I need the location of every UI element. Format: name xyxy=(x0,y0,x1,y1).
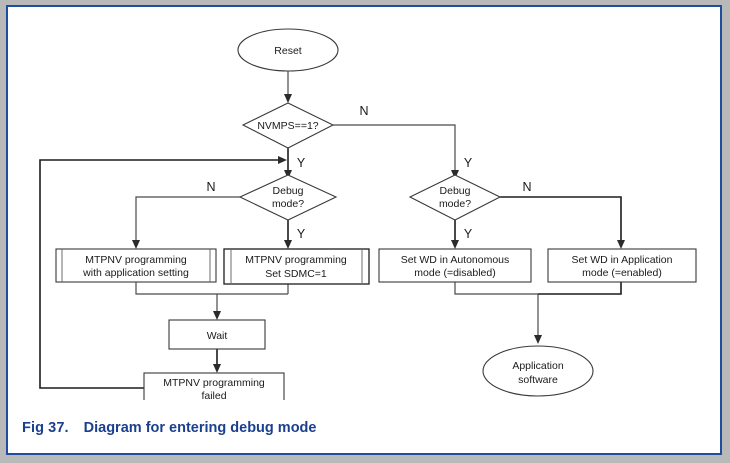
node-appsw-line1: Application xyxy=(512,360,564,372)
edge-failed-feedback xyxy=(39,159,280,389)
node-debug-left-line1: Debug xyxy=(273,185,304,197)
node-mtpnv-failed-line1: MTPNV programming xyxy=(163,377,265,389)
arrow-merge-to-wait xyxy=(213,311,221,320)
edge-debug-left-no xyxy=(135,196,240,243)
flowchart-diagram: Reset NVMPS==1? N Y Debug mode? N Y xyxy=(8,7,720,400)
branch-label-debug-right-no: N xyxy=(522,180,531,194)
node-debug-left-line2: mode? xyxy=(272,198,304,210)
edge-wd-autonomous-down xyxy=(454,282,538,295)
arrow-debug-right-yes xyxy=(451,240,459,249)
connectors xyxy=(39,71,625,389)
node-wait-label: Wait xyxy=(207,330,228,342)
node-debug-right-line2: mode? xyxy=(439,198,471,210)
node-wd-autonomous-line2: mode (=disabled) xyxy=(414,267,495,279)
node-nvmps-label: NVMPS==1? xyxy=(257,120,318,132)
arrow-reset-to-nvmps xyxy=(284,94,292,103)
figure-caption-title: Diagram for entering debug mode xyxy=(83,420,317,436)
arrow-merge-to-appsw xyxy=(534,335,542,344)
node-wait[interactable]: Wait xyxy=(168,319,266,350)
edge-nvmps-no xyxy=(333,124,456,173)
arrow-debug-right-no xyxy=(617,240,625,249)
node-debug-left-decision[interactable]: Debug mode? xyxy=(238,174,338,221)
branch-label-nvmps-yes-right: Y xyxy=(464,156,473,170)
branch-label-debug-left-no: N xyxy=(206,180,215,194)
node-reset[interactable]: Reset xyxy=(237,28,339,72)
node-mtpnv-app-setting[interactable]: MTPNV programming with application setti… xyxy=(55,248,217,283)
node-wd-application-line2: mode (=enabled) xyxy=(582,267,662,279)
figure-frame: Reset NVMPS==1? N Y Debug mode? N Y xyxy=(6,5,722,455)
node-appsw-line2: software xyxy=(518,374,558,386)
node-wd-autonomous[interactable]: Set WD in Autonomous mode (=disabled) xyxy=(378,248,532,283)
figure-caption: Fig 37. Diagram for entering debug mode xyxy=(8,403,720,453)
edge-wd-application-down xyxy=(538,282,622,295)
node-wd-autonomous-line1: Set WD in Autonomous xyxy=(401,254,510,266)
node-mtpnv-app-line2: with application setting xyxy=(82,267,189,279)
node-mtpnv-sdmc-line1: MTPNV programming xyxy=(245,254,347,266)
branch-label-debug-right-yes: Y xyxy=(464,227,473,241)
node-wd-application[interactable]: Set WD in Application mode (=enabled) xyxy=(547,248,697,283)
arrow-wait-to-failed xyxy=(213,364,221,373)
node-mtpnv-failed[interactable]: MTPNV programming failed xyxy=(143,372,285,400)
branch-label-nvmps-yes: Y xyxy=(297,156,306,170)
node-mtpnv-set-sdmc[interactable]: MTPNV programming Set SDMC=1 xyxy=(223,248,370,285)
edge-mtpnv-merge xyxy=(135,282,288,295)
branch-label-nvmps-no: N xyxy=(359,104,368,118)
node-debug-right-decision[interactable]: Debug mode? xyxy=(408,174,502,221)
node-application-software[interactable]: Application software xyxy=(482,345,594,397)
arrow-debug-left-yes xyxy=(284,240,292,249)
node-nvmps-decision[interactable]: NVMPS==1? xyxy=(241,102,335,149)
node-mtpnv-app-line1: MTPNV programming xyxy=(85,254,187,266)
edge-debug-right-no xyxy=(500,196,622,243)
branch-label-debug-left-yes: Y xyxy=(297,227,306,241)
node-mtpnv-sdmc-line2: Set SDMC=1 xyxy=(265,268,327,280)
node-mtpnv-failed-line2: failed xyxy=(201,390,226,400)
node-debug-right-line1: Debug xyxy=(440,185,471,197)
node-wd-application-line1: Set WD in Application xyxy=(572,254,673,266)
node-reset-label: Reset xyxy=(274,45,302,57)
figure-caption-label: Fig 37. xyxy=(22,420,69,436)
arrow-failed-feedback xyxy=(278,156,287,164)
arrow-debug-left-no xyxy=(132,240,140,249)
